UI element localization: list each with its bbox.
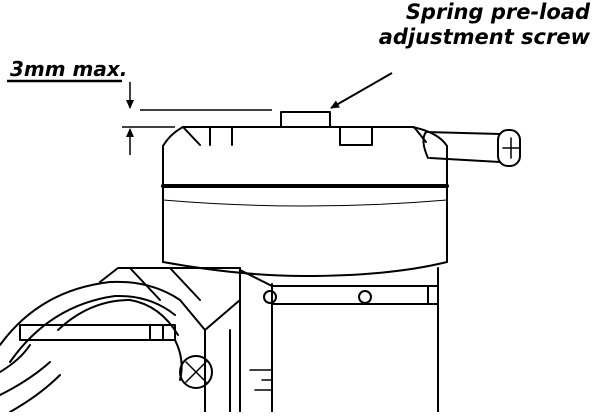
- screw-callout-line-2: adjustment screw: [378, 25, 590, 49]
- annotation-graphics: [7, 72, 393, 155]
- screw-callout-line-1: Spring pre-load: [405, 0, 590, 24]
- side-bolt: [422, 129, 521, 167]
- screw-callout: Spring pre-load adjustment screw: [379, 0, 590, 50]
- leader-arrow: [330, 72, 393, 109]
- clearance-callout: 3mm max.: [10, 57, 128, 81]
- top-flange: [182, 126, 427, 146]
- housing-body: [161, 126, 449, 277]
- adjustment-screw: [277, 111, 334, 128]
- bracket-assembly: [0, 267, 273, 413]
